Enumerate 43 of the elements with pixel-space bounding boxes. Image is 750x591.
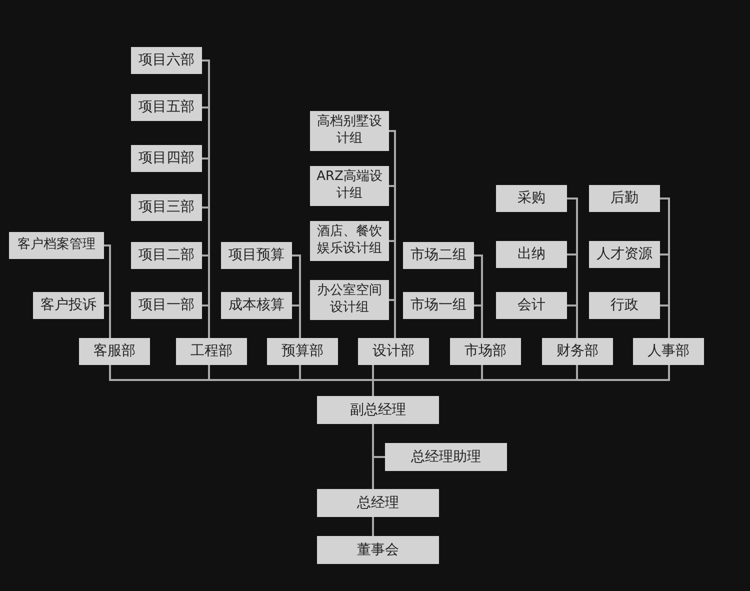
connector-line xyxy=(202,304,210,338)
connector-line xyxy=(372,365,670,396)
connector-line xyxy=(372,424,385,458)
org-box: 会计 xyxy=(496,292,567,319)
org-box: 项目五部 xyxy=(131,94,202,121)
org-box: 市场部 xyxy=(450,338,521,365)
org-box: 行政 xyxy=(589,292,660,319)
org-box: 预算部 xyxy=(267,338,338,365)
connector-line xyxy=(104,304,111,338)
org-box: 成本核算 xyxy=(221,292,292,319)
connector-line xyxy=(372,517,374,536)
org-box: 后勤 xyxy=(589,185,660,212)
org-box: 项目四部 xyxy=(131,145,202,172)
connector-line xyxy=(292,304,301,338)
org-box: 人事部 xyxy=(633,338,704,365)
org-box: 人才资源 xyxy=(589,241,660,268)
org-box: 工程部 xyxy=(176,338,247,365)
connector-line xyxy=(660,304,670,338)
org-box: 高档别墅设计组 xyxy=(310,111,389,151)
org-box: 办公室空间设计组 xyxy=(310,280,389,320)
connector-line xyxy=(389,299,396,338)
org-box: 项目预算 xyxy=(221,242,292,269)
org-box: 项目二部 xyxy=(131,242,202,269)
org-box: 采购 xyxy=(496,185,567,212)
org-box: 出纳 xyxy=(496,241,567,268)
org-box: 客户投诉 xyxy=(33,292,104,319)
org-box: 项目三部 xyxy=(131,194,202,221)
org-box: ARZ高端设计组 xyxy=(310,166,389,206)
org-box: 总经理助理 xyxy=(385,443,507,471)
org-box: 酒店、餐饮娱乐设计组 xyxy=(310,221,389,261)
org-box: 总经理 xyxy=(317,489,439,517)
connector-line xyxy=(474,304,483,338)
org-box: 设计部 xyxy=(358,338,429,365)
org-box: 项目六部 xyxy=(131,47,202,74)
org-box: 副总经理 xyxy=(317,396,439,424)
org-box: 市场二组 xyxy=(403,242,474,269)
connector-line xyxy=(567,304,578,338)
org-box: 客服部 xyxy=(79,338,150,365)
org-box: 市场一组 xyxy=(403,292,474,319)
org-box: 客户档案管理 xyxy=(9,232,104,259)
org-box: 财务部 xyxy=(542,338,613,365)
org-box: 项目一部 xyxy=(131,292,202,319)
org-box: 董事会 xyxy=(317,536,439,564)
